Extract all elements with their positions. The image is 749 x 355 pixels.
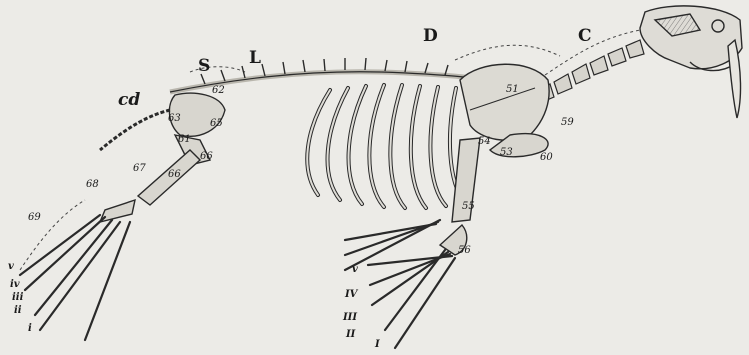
label-53: 53 bbox=[500, 148, 513, 158]
label-lumbar: L bbox=[249, 50, 261, 67]
hind-digit-iv: iv bbox=[10, 280, 20, 290]
label-63: 63 bbox=[168, 114, 181, 124]
label-dorsal: D bbox=[423, 28, 438, 45]
hind-digit-v: v bbox=[8, 262, 14, 272]
fore-digit-i: I bbox=[375, 340, 380, 350]
label-65: 65 bbox=[210, 119, 223, 129]
label-60: 60 bbox=[540, 153, 553, 163]
fore-digit-ii: II bbox=[346, 330, 355, 340]
fore-digit-v: v bbox=[352, 265, 358, 275]
label-cervical: C bbox=[578, 28, 592, 45]
label-68: 68 bbox=[86, 180, 99, 190]
hind-digit-i: i bbox=[28, 324, 32, 334]
label-56-fore: 56 bbox=[458, 246, 471, 256]
fore-digits bbox=[345, 220, 455, 348]
pelvis bbox=[169, 93, 225, 165]
skull bbox=[640, 6, 742, 118]
fore-digit-iv: IV bbox=[345, 290, 357, 300]
scapula bbox=[460, 64, 549, 140]
label-51: 51 bbox=[506, 85, 519, 95]
hind-limb bbox=[100, 150, 200, 222]
ribs bbox=[307, 85, 465, 208]
label-sacral: S bbox=[198, 58, 210, 75]
label-62: 62 bbox=[212, 86, 225, 96]
label-55: 55 bbox=[462, 202, 475, 212]
hind-digits bbox=[20, 215, 130, 340]
forelimb bbox=[440, 134, 548, 255]
label-61: 61 bbox=[178, 135, 191, 145]
label-54: 54 bbox=[478, 137, 491, 147]
hind-digit-ii: ii bbox=[14, 306, 22, 316]
label-67: 67 bbox=[133, 164, 146, 174]
label-66-b: 66 bbox=[168, 170, 181, 180]
fore-digit-iii: III bbox=[343, 313, 357, 323]
label-caudal: cd bbox=[118, 92, 140, 109]
hind-digit-iii: iii bbox=[12, 293, 23, 303]
label-69: 69 bbox=[28, 213, 41, 223]
dorsal-outline bbox=[455, 45, 560, 60]
label-66-a: 66 bbox=[200, 152, 213, 162]
flipper-outline bbox=[20, 200, 85, 270]
cervical-vertebrae bbox=[538, 40, 644, 102]
tail-vertebrae bbox=[100, 110, 170, 150]
label-59: 59 bbox=[561, 118, 574, 128]
